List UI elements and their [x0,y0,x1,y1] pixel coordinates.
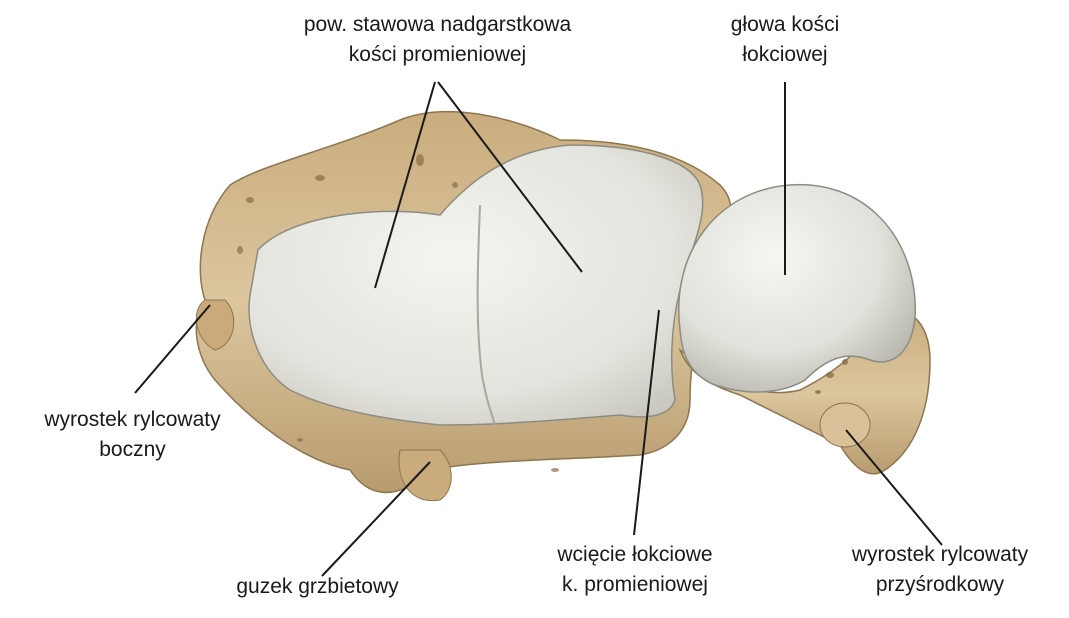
label-ulna-head-line1: głowa kości [690,10,880,40]
label-medial-styloid-line1: wyrostek rylcowaty [815,540,1065,570]
label-medial-styloid-line2: przyśrodkowy [815,570,1065,600]
label-ulnar-notch-line2: k. promieniowej [520,570,750,600]
label-dorsal-tubercle-line1: guzek grzbietowy [205,572,430,602]
label-dorsal-tubercle: guzek grzbietowy [205,572,430,602]
label-lateral-styloid: wyrostek rylcowaty boczny [5,405,260,465]
label-lateral-styloid-line1: wyrostek rylcowaty [5,405,260,435]
dorsal-tubercle [399,450,451,501]
label-ulnar-notch: wcięcie łokciowe k. promieniowej [520,540,750,600]
label-articular-surface-line1: pow. stawowa nadgarstkowa [255,10,620,40]
label-articular-surface: pow. stawowa nadgarstkowa kości promieni… [255,10,620,70]
label-ulnar-notch-line1: wcięcie łokciowe [520,540,750,570]
label-ulna-head: głowa kości łokciowej [690,10,880,70]
label-articular-surface-line2: kości promieniowej [255,40,620,70]
label-medial-styloid: wyrostek rylcowaty przyśrodkowy [815,540,1065,600]
medial-styloid-process [820,403,870,447]
label-ulna-head-line2: łokciowej [690,40,880,70]
label-lateral-styloid-line2: boczny [5,435,260,465]
